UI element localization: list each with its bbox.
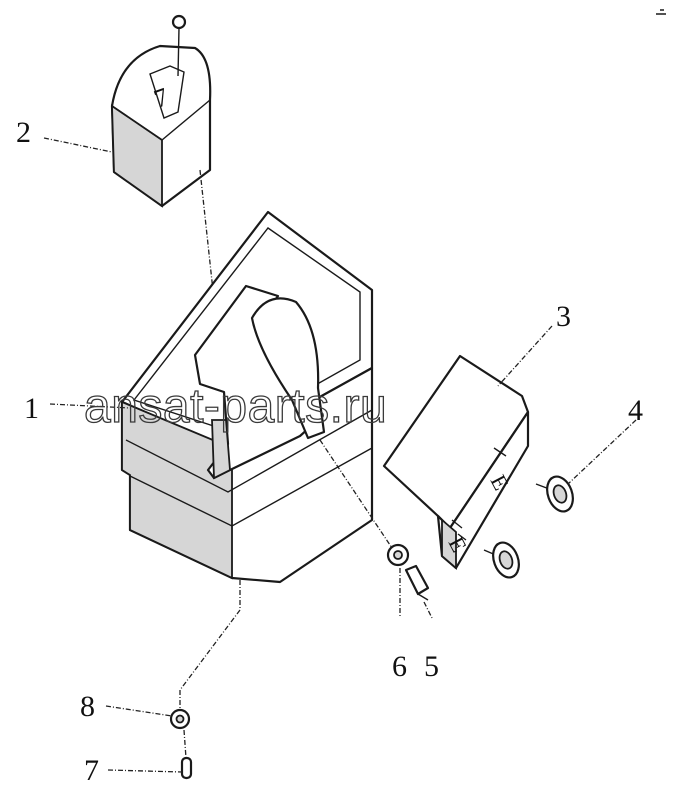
knob-pin-head <box>171 14 187 30</box>
leader-8 <box>105 705 173 717</box>
part-5-screw <box>404 564 430 601</box>
callout-3: 3 <box>556 300 571 333</box>
leader-4 <box>567 419 637 485</box>
callout-4: 4 <box>628 394 643 427</box>
leader-5 <box>423 601 433 619</box>
callout-8: 8 <box>80 690 95 723</box>
callout-7: 7 <box>84 754 99 787</box>
part-2-knob: 7 <box>110 14 212 208</box>
leader-7 <box>107 769 183 773</box>
callout-5: 5 <box>424 650 439 683</box>
part-6-washer <box>386 543 410 567</box>
leader-1 <box>49 403 131 409</box>
part-3-cover-plate: E E <box>382 354 530 570</box>
leader-3 <box>497 325 553 387</box>
part-8-washer <box>169 708 191 730</box>
callout-6: 6 <box>392 650 407 683</box>
callout-2: 2 <box>16 116 31 149</box>
part-7-pin <box>180 729 193 780</box>
corner-mark <box>656 9 666 15</box>
callout-1: 1 <box>24 392 39 425</box>
leader-2 <box>43 137 113 153</box>
part-1-housing <box>120 210 374 584</box>
part-4-thumb-screw-lower <box>483 541 520 579</box>
part-4-thumb-screw-upper <box>535 475 574 513</box>
watermark-text: ansat-parts.ru <box>84 380 387 433</box>
